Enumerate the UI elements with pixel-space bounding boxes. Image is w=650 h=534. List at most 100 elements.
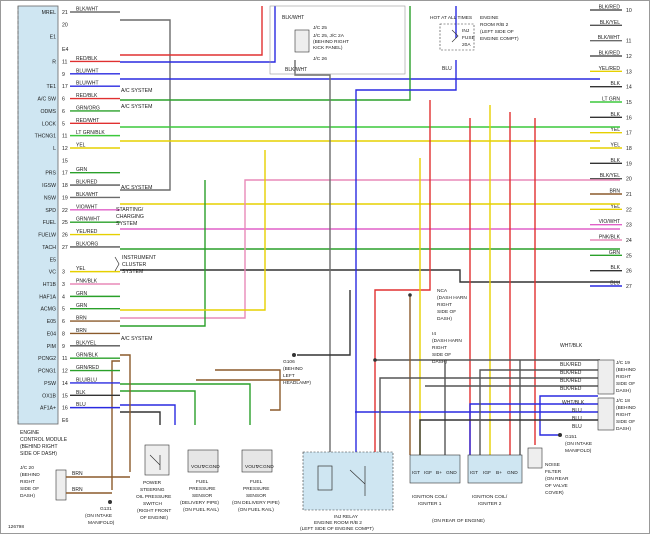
ecm-pin-number: 25: [62, 220, 68, 226]
igniter1-pin-2: IGF: [424, 470, 432, 476]
ground-g106: G106 (BEHIND LEFT HEADLAMP): [283, 353, 311, 386]
ps-switch-line-5: (RIGHT FRONT: [137, 508, 171, 514]
ecm-pin-number: 19: [62, 195, 68, 201]
ecm-wire-label: BLU/WHT: [76, 81, 99, 87]
ecm-wire-label: GRN: [76, 303, 88, 309]
ecm-pin-label: PRS: [45, 171, 56, 177]
ac-system-label-2: A/C SYSTEM: [121, 104, 152, 110]
ecm-wire-label: BLK/RED: [76, 180, 98, 186]
on-rear-of-engine-label: (ON REAR OF ENGINE): [432, 518, 485, 524]
right-wire-label: VIO/WHT: [599, 219, 620, 225]
ecm-caption-1: ENGINE: [20, 430, 40, 436]
ecm-wire-label: BLU/WHT: [76, 68, 99, 74]
jc19-line-2: RIGHT: [616, 374, 631, 380]
cluster-system-label-2: CLUSTER: [122, 262, 146, 268]
fps1-line-2: PRESSURE: [189, 486, 215, 492]
igniter1-pin-4: GND: [446, 470, 457, 476]
ecm-pin-number: 15: [62, 393, 68, 399]
jc18-wire-4: BLU: [572, 424, 582, 430]
ecm-pin-number: 11: [62, 59, 67, 65]
ps-switch-line-2: STEERING: [140, 487, 165, 493]
ecm-pin-number: 17: [62, 84, 68, 90]
right-wire-label: LT GRN: [602, 97, 620, 103]
g106-line-1: (BEHIND: [283, 366, 303, 372]
ecm-wire-label: BLK/YEL: [76, 340, 97, 346]
igniter2-pin-2: IGF: [483, 470, 491, 476]
ecm-wire-label: BLU/BLU: [76, 377, 97, 383]
vertical-routing-wires: [111, 6, 620, 490]
igniter1-pin-3: B+: [436, 470, 442, 476]
junction-connector-20: BRN BRN J/C 20 (BEHIND RIGHT SIDE OF DAS…: [20, 465, 130, 501]
ignition-coil-igniter-2: IGT IGF B+ GND IGNITION COIL/ IGNITER 2: [467, 454, 523, 507]
jc19-wire-2: BLK/RED: [560, 370, 582, 376]
ecm-wire-group: BLK/WHTRED/BLKBLU/WHTBLU/WHTRED/BLKGRN/O…: [70, 7, 120, 409]
fuel-pressure-sensor-1: VOUT VC GND FUEL PRESSURE SENSOR (DELIVE…: [180, 449, 220, 513]
ecm-wire-label: BLK/WHT: [76, 7, 98, 13]
ecm-pin-label: PSW: [44, 381, 56, 387]
inj-fuse-line-3: 20A: [462, 42, 471, 48]
ecm-pin-label: TE1: [46, 84, 56, 90]
ac-system-label-3: A/C SYSTEM: [121, 185, 152, 191]
igniter1-line-2: IGNITER 1: [418, 501, 442, 507]
hot-at-all-times-label: HOT AT ALL TIMES: [430, 15, 472, 21]
ecm-wire-label: RED/BLK: [76, 56, 98, 62]
ecm-pin-number: 6: [62, 97, 65, 103]
right-wire-label: YEL: [611, 204, 621, 210]
right-wire-label: BLK/YEL: [600, 173, 621, 179]
jc19-line-1: (BEHIND: [616, 367, 636, 373]
ecm-pin-label: E05: [47, 319, 56, 325]
fps2-pin-1: VOUT: [245, 464, 258, 470]
noise-filter-line-3: (ON REAR: [545, 476, 569, 482]
igniter1-pin-1: IGT: [412, 470, 420, 476]
jc18-title: J/C 18: [616, 398, 630, 404]
ecm-wire-label: YEL: [76, 143, 86, 149]
ecm-wire-label: GRN: [76, 167, 88, 173]
jc18-line-3: SIDE OF: [616, 419, 635, 425]
ecm-wire-label: GRN/ORG: [76, 105, 100, 111]
ecm-pin-label: IGSW: [42, 183, 56, 189]
ecm-pin-number: 22: [62, 208, 68, 214]
jc25-title: J/C 25: [313, 25, 327, 31]
right-wire-label: PNK/BLK: [599, 235, 621, 241]
dash-harn-1-line-4: DASH): [437, 316, 452, 322]
ecm-pin-number: 6: [62, 109, 65, 115]
jc19-top-wire: WHT/BLK: [560, 343, 583, 349]
power-steering-switch: POWER STEERING OIL PRESSURE SWITCH (RIGH…: [136, 444, 171, 521]
right-wire-label: BLK: [611, 158, 621, 164]
jc18-wire-3: BLU: [572, 416, 582, 422]
g151-line-1: (ON INTAKE: [565, 441, 592, 447]
right-wire-number: 11: [626, 39, 631, 45]
ecm-pin-label: NSW: [44, 195, 56, 201]
ecm-pin-label: A/C SW: [38, 97, 57, 103]
dash-harn-2-line-1: (DASH HARN: [432, 338, 462, 344]
right-wire-number: 27: [626, 284, 632, 290]
inj-fuse-location-4: ENGINE COMPT): [480, 36, 519, 42]
right-wire-number: 16: [626, 115, 632, 121]
jc20-line-4: DASH): [20, 493, 35, 499]
igniter1-line-1: IGNITION COIL/: [412, 494, 448, 500]
ecm-pin-number: 20: [62, 22, 68, 28]
g106-line-3: HEADLAMP): [283, 380, 311, 386]
ignition-coil-igniter-1: IGT IGF B+ GND IGNITION COIL/ IGNITER 1: [409, 454, 461, 507]
junction-connector-19: WHT/BLK BLK/RED BLK/RED BLK/RED BLK/RED …: [560, 343, 636, 395]
ps-switch-line-6: OF ENGINE): [140, 515, 168, 521]
ps-switch-line-1: POWER: [143, 480, 162, 486]
jc18-wire-2: BLU: [572, 408, 582, 414]
system-arrows: A/C SYSTEM A/C SYSTEM A/C SYSTEM A/C SYS…: [114, 88, 157, 342]
ecm-wire-label: BLU: [76, 402, 86, 408]
g106-id: G106: [283, 359, 295, 365]
jc19-wire-3: BLK/RED: [560, 378, 582, 384]
right-wire-number: 22: [626, 207, 632, 213]
fps2-pin-3: GND: [263, 464, 274, 470]
ecm-wire-label: GRN/BLK: [76, 353, 99, 359]
fps1-line-5: (ON FUEL RAIL): [183, 507, 219, 513]
right-wire-number: 19: [626, 161, 632, 167]
right-wire-label: BLK/YEL: [600, 20, 621, 26]
jc20-line-3: SIDE OF: [20, 486, 39, 492]
ecm-pin-label: E5: [50, 257, 56, 263]
ps-switch-line-3: OIL PRESSURE: [136, 494, 171, 500]
ecm-pin-label: FUELW: [38, 233, 56, 239]
fps2-pin-2: VC: [256, 464, 263, 470]
ecm-wire-label: BRN: [76, 328, 87, 334]
right-wire-label: BLK: [611, 265, 621, 271]
